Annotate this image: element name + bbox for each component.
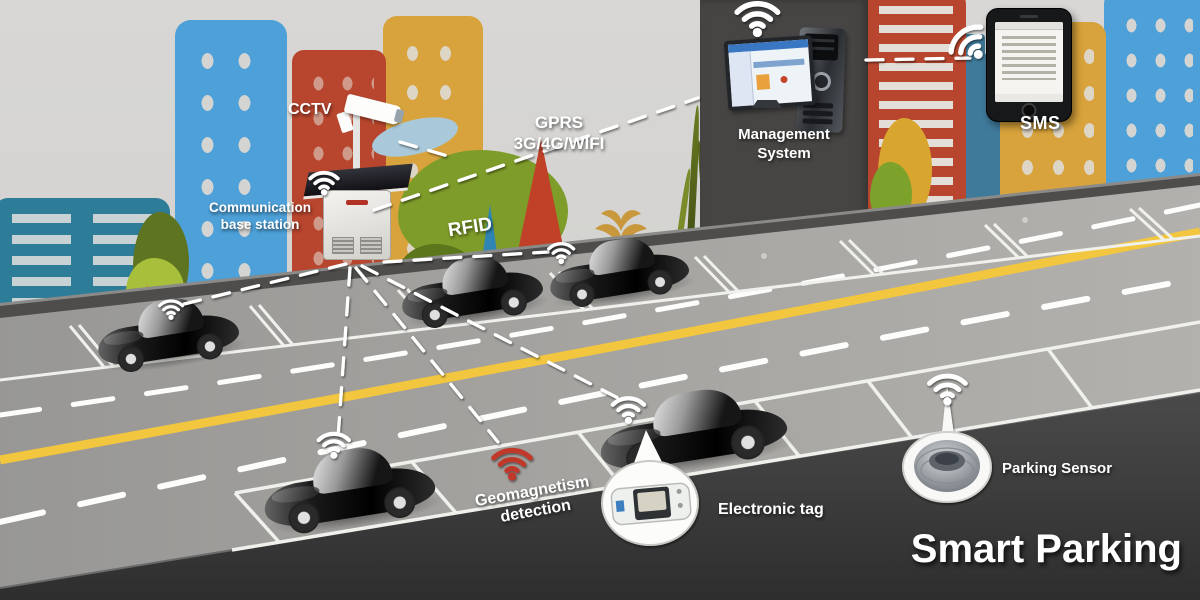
road-reflector [1022, 217, 1028, 223]
parking-sensor-label: Parking Sensor [1002, 460, 1113, 477]
smart-parking-title: Smart Parking [910, 527, 1182, 571]
base-station-label-line2: base station [220, 216, 300, 232]
monitor-screen [727, 39, 813, 107]
cabinet-vent [332, 237, 354, 254]
gprs-label-line2: 3G/4G/WIFI [513, 134, 605, 154]
monitor-stand [752, 100, 782, 108]
phone-home-button [1021, 103, 1037, 118]
phone-speaker [1020, 15, 1038, 18]
tower-vent [802, 110, 833, 117]
computer-monitor [723, 35, 817, 111]
dark-foreground [0, 392, 1200, 600]
cctv-label: CCTV [288, 101, 332, 118]
sms-label: SMS [1020, 113, 1061, 133]
base-station-label-line1: Communication [208, 200, 311, 215]
phone-screen [995, 22, 1063, 102]
cabinet-vent [360, 237, 382, 254]
road-reflector [761, 253, 767, 259]
base-station-label: Communication base station [192, 200, 328, 234]
gprs-label: GPRS 3G/4G/WIFI [486, 112, 632, 155]
electronic-tag-label: Electronic tag [718, 501, 824, 518]
sms-smartphone [986, 8, 1072, 122]
station-cabinet [323, 190, 391, 260]
management-label-line1: Management [738, 126, 830, 143]
sms-message-text [1002, 36, 1056, 80]
communication-base-station [303, 90, 462, 268]
gprs-label-line1: GPRS [534, 113, 584, 132]
sprout-ornament [595, 210, 647, 249]
management-system-label: Management System [718, 126, 850, 164]
management-computer [723, 27, 846, 140]
station-pole [353, 98, 360, 182]
management-label-line2: System [757, 144, 811, 162]
tower-vent [802, 118, 833, 125]
